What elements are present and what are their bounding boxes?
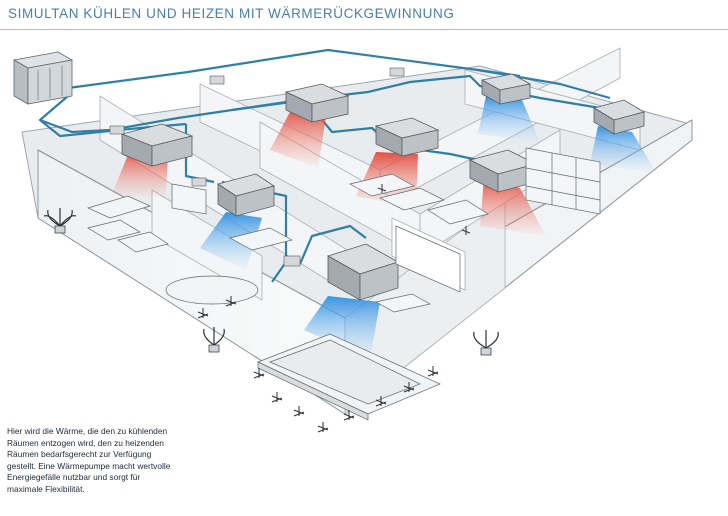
ceiling-unit-icon	[480, 73, 532, 105]
cool-airflow	[200, 212, 262, 270]
outdoor-heat-pump-icon	[12, 51, 74, 105]
plant-icon	[203, 327, 225, 353]
plants	[43, 208, 499, 356]
title-divider	[0, 29, 728, 30]
chair-icon	[377, 184, 387, 193]
heat-airflow	[480, 178, 546, 236]
junction-box	[389, 67, 405, 77]
chair-icon	[293, 406, 305, 417]
plant-icon	[43, 208, 77, 234]
sofa-icon	[87, 195, 151, 219]
ceiling-unit-icon	[374, 117, 440, 157]
furniture	[87, 147, 601, 421]
junction-box	[283, 255, 301, 267]
cabinet-icon	[171, 183, 207, 215]
ceiling-units	[109, 67, 646, 301]
cool-airflow	[478, 96, 540, 142]
chair-icon	[197, 308, 209, 319]
chair-icon	[403, 382, 415, 393]
whiteboard-icon	[395, 225, 461, 293]
desk-icon	[378, 187, 446, 211]
sofa-icon	[87, 219, 141, 241]
chair-icon	[343, 410, 355, 421]
cool-airflow	[304, 296, 380, 360]
chair-icon	[427, 366, 439, 377]
ceiling-unit-icon	[217, 173, 275, 217]
desk-icon	[229, 227, 293, 251]
chairs	[197, 184, 471, 433]
chair-icon	[375, 396, 387, 407]
chair-icon	[225, 296, 237, 307]
junction-box	[109, 125, 125, 135]
heat-airflow	[270, 108, 326, 168]
cabinet-icon	[375, 293, 431, 313]
desk-icon	[427, 199, 489, 225]
chair-icon	[461, 226, 471, 235]
diagram-title: SIMULTAN KÜHLEN UND HEIZEN MIT WÄRMERÜCK…	[8, 6, 455, 21]
table-icon	[165, 275, 259, 305]
chair-icon	[317, 422, 329, 433]
shelf-icon	[525, 147, 601, 215]
chair-icon	[253, 368, 265, 379]
ceiling-unit-icon	[592, 99, 646, 135]
junction-box	[191, 177, 207, 187]
plant-icon	[473, 330, 499, 356]
ceiling-unit-icon	[120, 123, 194, 167]
ceiling-unit-icon	[284, 83, 350, 123]
junction-box	[209, 75, 225, 85]
ceiling-unit-icon	[468, 149, 538, 193]
explanation-caption: Hier wird die Wärme, die den zu kühlende…	[7, 426, 171, 494]
sofa-icon	[117, 231, 169, 253]
ceiling-unit-icon	[326, 243, 400, 301]
chair-icon	[271, 392, 283, 403]
cool-airflow	[590, 126, 656, 172]
